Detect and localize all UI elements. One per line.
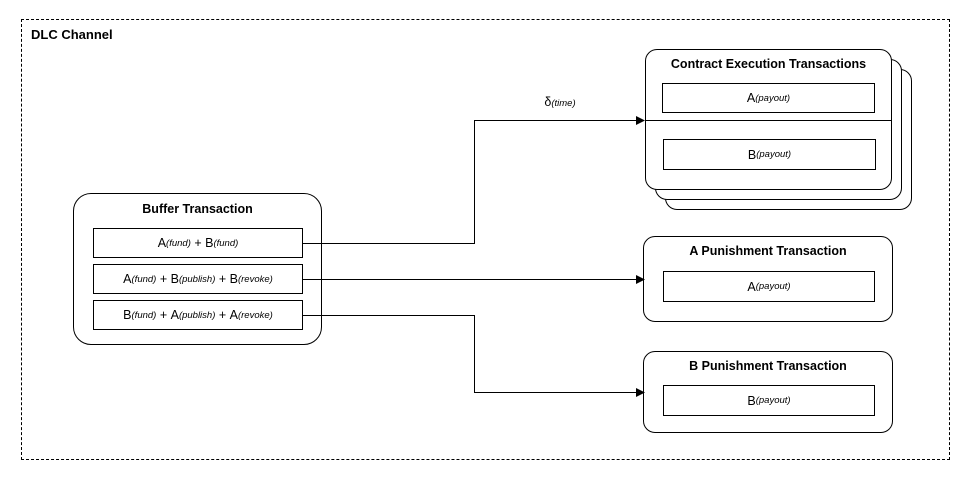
buffer-output-fund: A(fund) + B(fund) — [93, 228, 303, 258]
contract-execution-output-b: B(payout) — [663, 139, 876, 170]
a-punishment-box: A Punishment Transaction A(payout) — [643, 236, 893, 322]
a-punishment-title: A Punishment Transaction — [689, 244, 847, 258]
delta-time-edge-label: δ(time) — [544, 95, 576, 109]
buffer-transaction-title: Buffer Transaction — [142, 202, 253, 216]
contract-execution-box: Contract Execution Transactions A(payout… — [645, 49, 892, 190]
b-punishment-box: B Punishment Transaction B(payout) — [643, 351, 893, 433]
b-punishment-output: B(payout) — [663, 385, 875, 416]
dlc-channel-label: DLC Channel — [31, 27, 113, 42]
a-punishment-output: A(payout) — [663, 271, 875, 302]
buffer-output-a-publish: A(fund) + B(publish) + B(revoke) — [93, 264, 303, 294]
b-punishment-title: B Punishment Transaction — [689, 359, 847, 373]
contract-execution-title: Contract Execution Transactions — [670, 57, 867, 71]
contract-execution-divider — [645, 120, 892, 121]
contract-execution-output-a: A(payout) — [662, 83, 875, 113]
buffer-output-b-publish: B(fund) + A(publish) + A(revoke) — [93, 300, 303, 330]
buffer-transaction-box: Buffer Transaction A(fund) + B(fund) A(f… — [73, 193, 322, 345]
